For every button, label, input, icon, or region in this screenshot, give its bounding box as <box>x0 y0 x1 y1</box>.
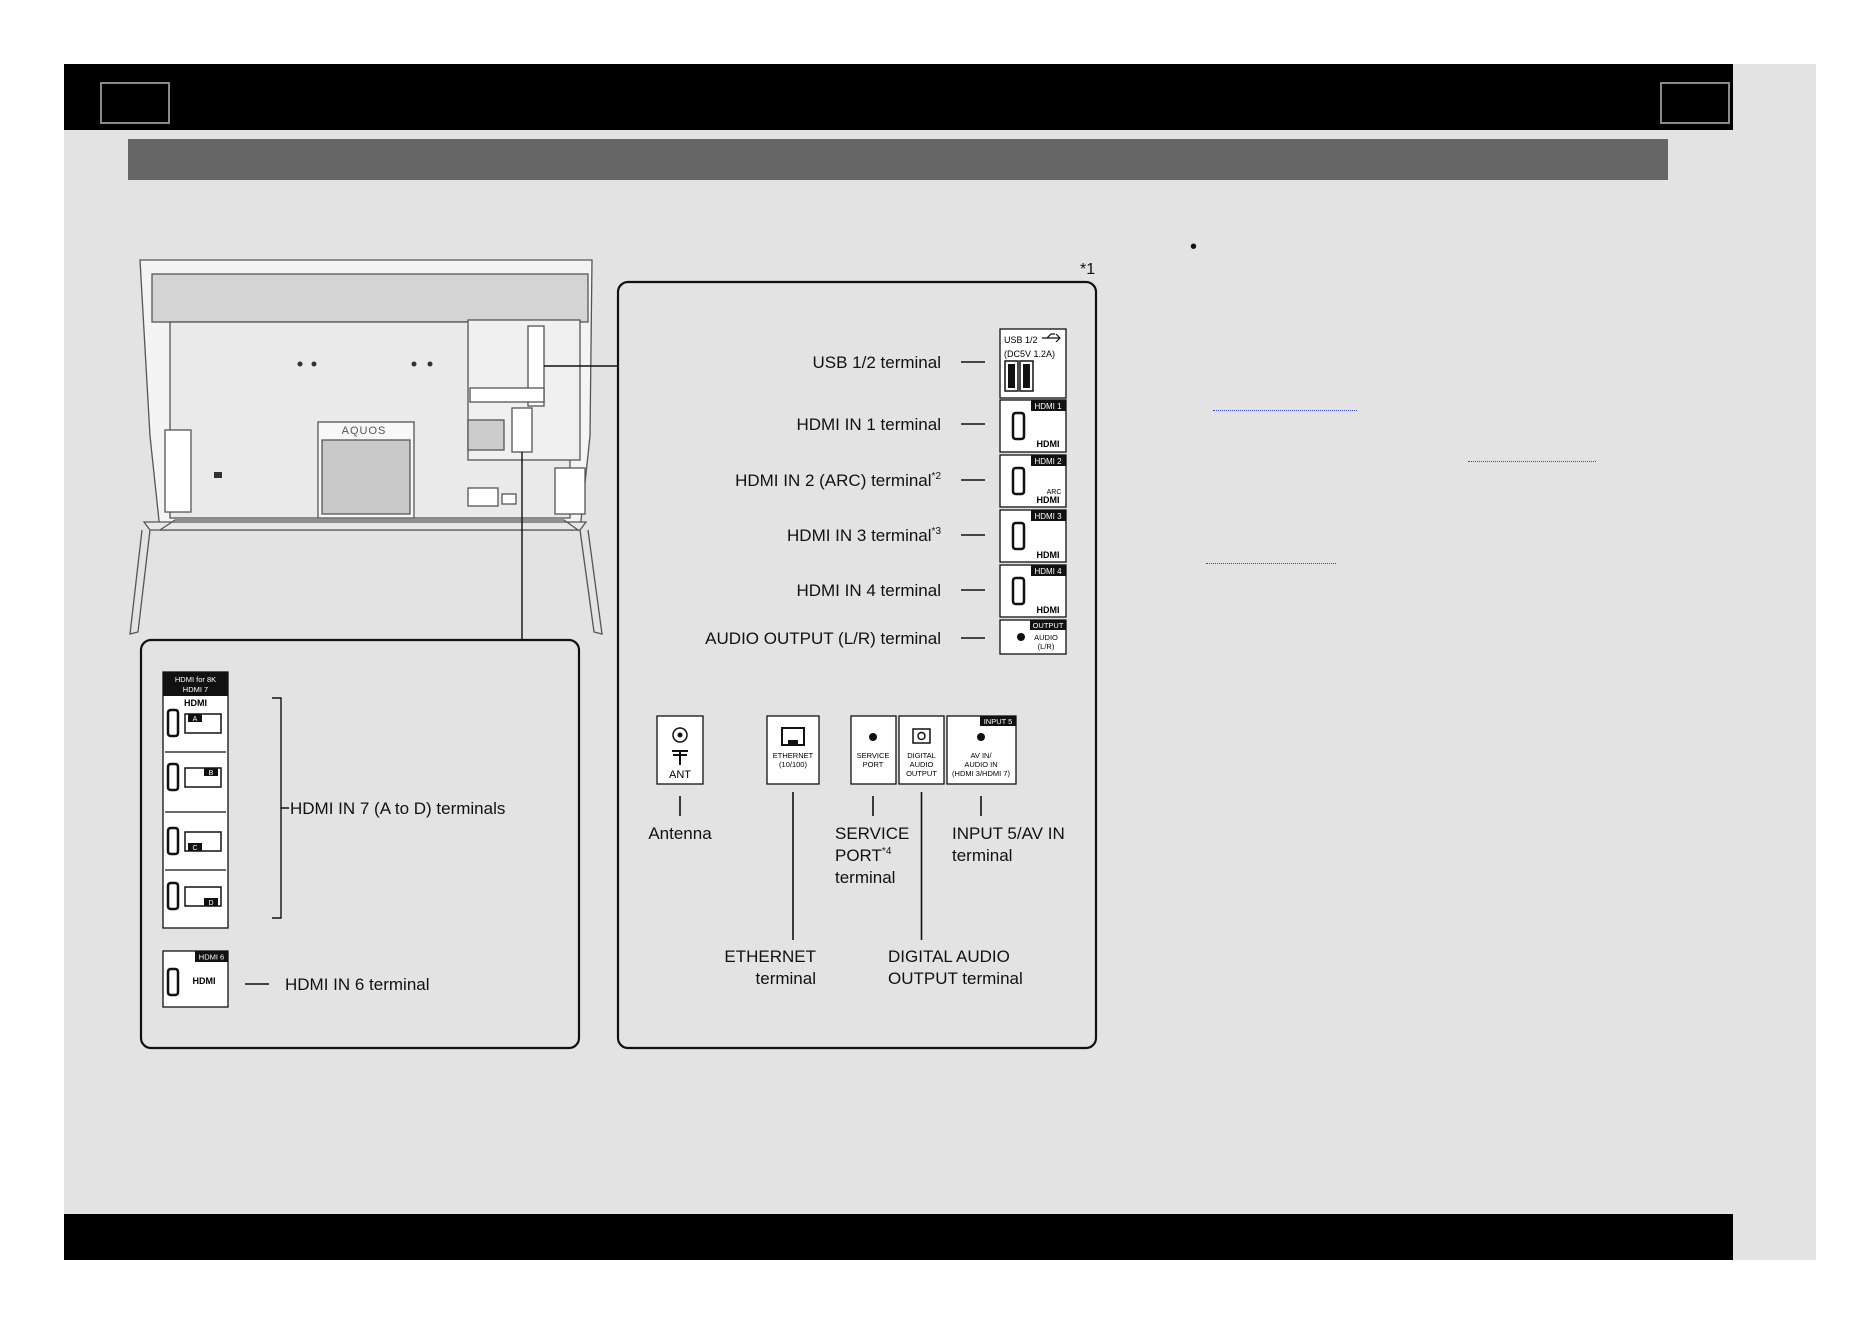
antenna-label: Antenna <box>648 824 712 843</box>
svg-text:USB 1/2: USB 1/2 <box>1004 335 1038 345</box>
svg-text:AV IN/: AV IN/ <box>970 751 992 760</box>
ethernet-label-1: ETHERNET <box>724 947 816 966</box>
svg-text:HDMI: HDMI <box>1037 605 1060 615</box>
cross-reference-link-2[interactable] <box>1468 461 1596 462</box>
hdmi1-port-icon: HDMI 1 HDMI <box>999 399 1067 453</box>
hdmi7-port-block: HDMI for 8K HDMI 7 HDMI A B C D <box>162 671 229 929</box>
input5-label-2: terminal <box>952 846 1012 865</box>
svg-text:HDMI 6: HDMI 6 <box>199 953 224 962</box>
svg-text:HDMI: HDMI <box>1037 439 1060 449</box>
hdmi7-bracket <box>272 697 289 919</box>
hdmi2-port-icon: HDMI 2 ARC HDMI <box>999 454 1067 508</box>
svg-text:SERVICE: SERVICE <box>857 751 890 760</box>
tv-rear-illustration <box>129 259 603 635</box>
service-port-label-2: PORT*4 <box>835 846 892 865</box>
svg-text:HDMI for 8K: HDMI for 8K <box>175 675 216 684</box>
bullet: • <box>1190 236 1197 258</box>
audio-jack-icon: OUTPUT AUDIO (L/R) <box>999 619 1067 655</box>
svg-text:(L/R): (L/R) <box>1038 642 1055 651</box>
svg-text:HDMI: HDMI <box>1037 550 1060 560</box>
svg-text:OUTPUT: OUTPUT <box>1033 621 1064 630</box>
svg-text:AUDIO: AUDIO <box>1034 633 1058 642</box>
hdmi4-terminal-label: HDMI IN 4 terminal <box>796 581 941 600</box>
service-port-label-1: SERVICE <box>835 824 909 843</box>
hdmi3-port-icon: HDMI 3 HDMI <box>999 509 1067 563</box>
svg-text:HDMI 2: HDMI 2 <box>1034 457 1062 466</box>
hdmi2-terminal-label: HDMI IN 2 (ARC) terminal*2 <box>735 471 941 490</box>
service-port-label-3: terminal <box>835 868 895 887</box>
ethernet-port-icon: ETHERNET (10/100) <box>766 715 820 785</box>
digital-audio-output-port-icon: DIGITAL AUDIO OUTPUT <box>898 715 945 785</box>
input5-label-1: INPUT 5/AV IN <box>952 824 1065 843</box>
svg-text:HDMI: HDMI <box>193 976 216 986</box>
section-title-bar <box>128 139 1668 180</box>
rear-terminals-panel <box>139 638 581 1050</box>
bottom-leader-lines <box>679 792 982 940</box>
digital-audio-label-2: OUTPUT terminal <box>888 969 1023 988</box>
av-in-port-icon: INPUT 5 AV IN/ AUDIO IN (HDMI 3/HDMI 7) <box>946 715 1017 785</box>
svg-text:C: C <box>192 845 197 852</box>
cross-reference-link-3[interactable] <box>1206 563 1336 564</box>
cross-reference-link-1[interactable] <box>1213 410 1357 411</box>
svg-text:ETHERNET: ETHERNET <box>773 751 814 760</box>
svg-text:(HDMI 3/HDMI 7): (HDMI 3/HDMI 7) <box>952 769 1010 778</box>
footnote-ref: *1 <box>1080 261 1095 278</box>
audio-output-terminal-label: AUDIO OUTPUT (L/R) terminal <box>705 629 941 648</box>
svg-text:AUDIO IN: AUDIO IN <box>964 760 997 769</box>
svg-text:HDMI: HDMI <box>1037 495 1060 505</box>
svg-text:A: A <box>193 716 198 723</box>
tv-screw-holes <box>214 361 433 478</box>
ethernet-label-2: terminal <box>756 969 816 988</box>
svg-text:HDMI 1: HDMI 1 <box>1034 402 1062 411</box>
svg-text:PORT: PORT <box>863 760 884 769</box>
prev-page-button[interactable] <box>100 82 170 124</box>
bottom-terminal-labels: Antenna SERVICE PORT*4 terminal INPUT 5/… <box>648 824 1064 988</box>
usb-terminal-label: USB 1/2 terminal <box>813 353 942 372</box>
svg-text:HDMI 4: HDMI 4 <box>1034 567 1062 576</box>
hdmi4-port-icon: HDMI 4 HDMI <box>999 564 1067 618</box>
svg-text:HDMI 3: HDMI 3 <box>1034 512 1062 521</box>
svg-text:AUDIO: AUDIO <box>910 760 934 769</box>
svg-text:HDMI: HDMI <box>184 698 207 708</box>
svg-text:ARC: ARC <box>1047 489 1062 496</box>
bottom-bar <box>64 1214 1733 1260</box>
svg-text:B: B <box>209 770 214 777</box>
svg-text:(DC5V 1.2A): (DC5V 1.2A) <box>1004 349 1055 359</box>
antenna-port-icon: ANT <box>656 715 704 785</box>
service-port-icon: SERVICE PORT <box>850 715 897 785</box>
panel-connector-lines <box>521 365 618 640</box>
svg-text:(10/100): (10/100) <box>779 760 807 769</box>
hdmi6-port-icon: HDMI 6 HDMI <box>162 950 229 1008</box>
digital-audio-label-1: DIGITAL AUDIO <box>888 947 1010 966</box>
usb-port-icon: USB 1/2 (DC5V 1.2A) <box>999 328 1067 399</box>
side-terminals-panel <box>616 280 1098 1050</box>
tv-brand-logo: AQUOS <box>342 425 387 437</box>
svg-text:ANT: ANT <box>669 769 691 781</box>
top-bar <box>64 64 1733 130</box>
svg-text:INPUT 5: INPUT 5 <box>984 717 1013 726</box>
side-terminal-labels: USB 1/2 terminal HDMI IN 1 terminal HDMI… <box>705 353 941 648</box>
hdmi7-label: HDMI IN 7 (A to D) terminals <box>290 799 505 818</box>
hdmi3-terminal-label: HDMI IN 3 terminal*3 <box>787 526 941 545</box>
svg-text:D: D <box>208 900 213 907</box>
next-page-button[interactable] <box>1660 82 1730 124</box>
svg-text:HDMI 7: HDMI 7 <box>183 685 208 694</box>
hdmi6-label: HDMI IN 6 terminal <box>285 975 430 994</box>
svg-text:OUTPUT: OUTPUT <box>906 769 937 778</box>
hdmi1-terminal-label: HDMI IN 1 terminal <box>796 415 941 434</box>
svg-text:DIGITAL: DIGITAL <box>907 751 936 760</box>
label-leader-lines <box>961 361 985 639</box>
